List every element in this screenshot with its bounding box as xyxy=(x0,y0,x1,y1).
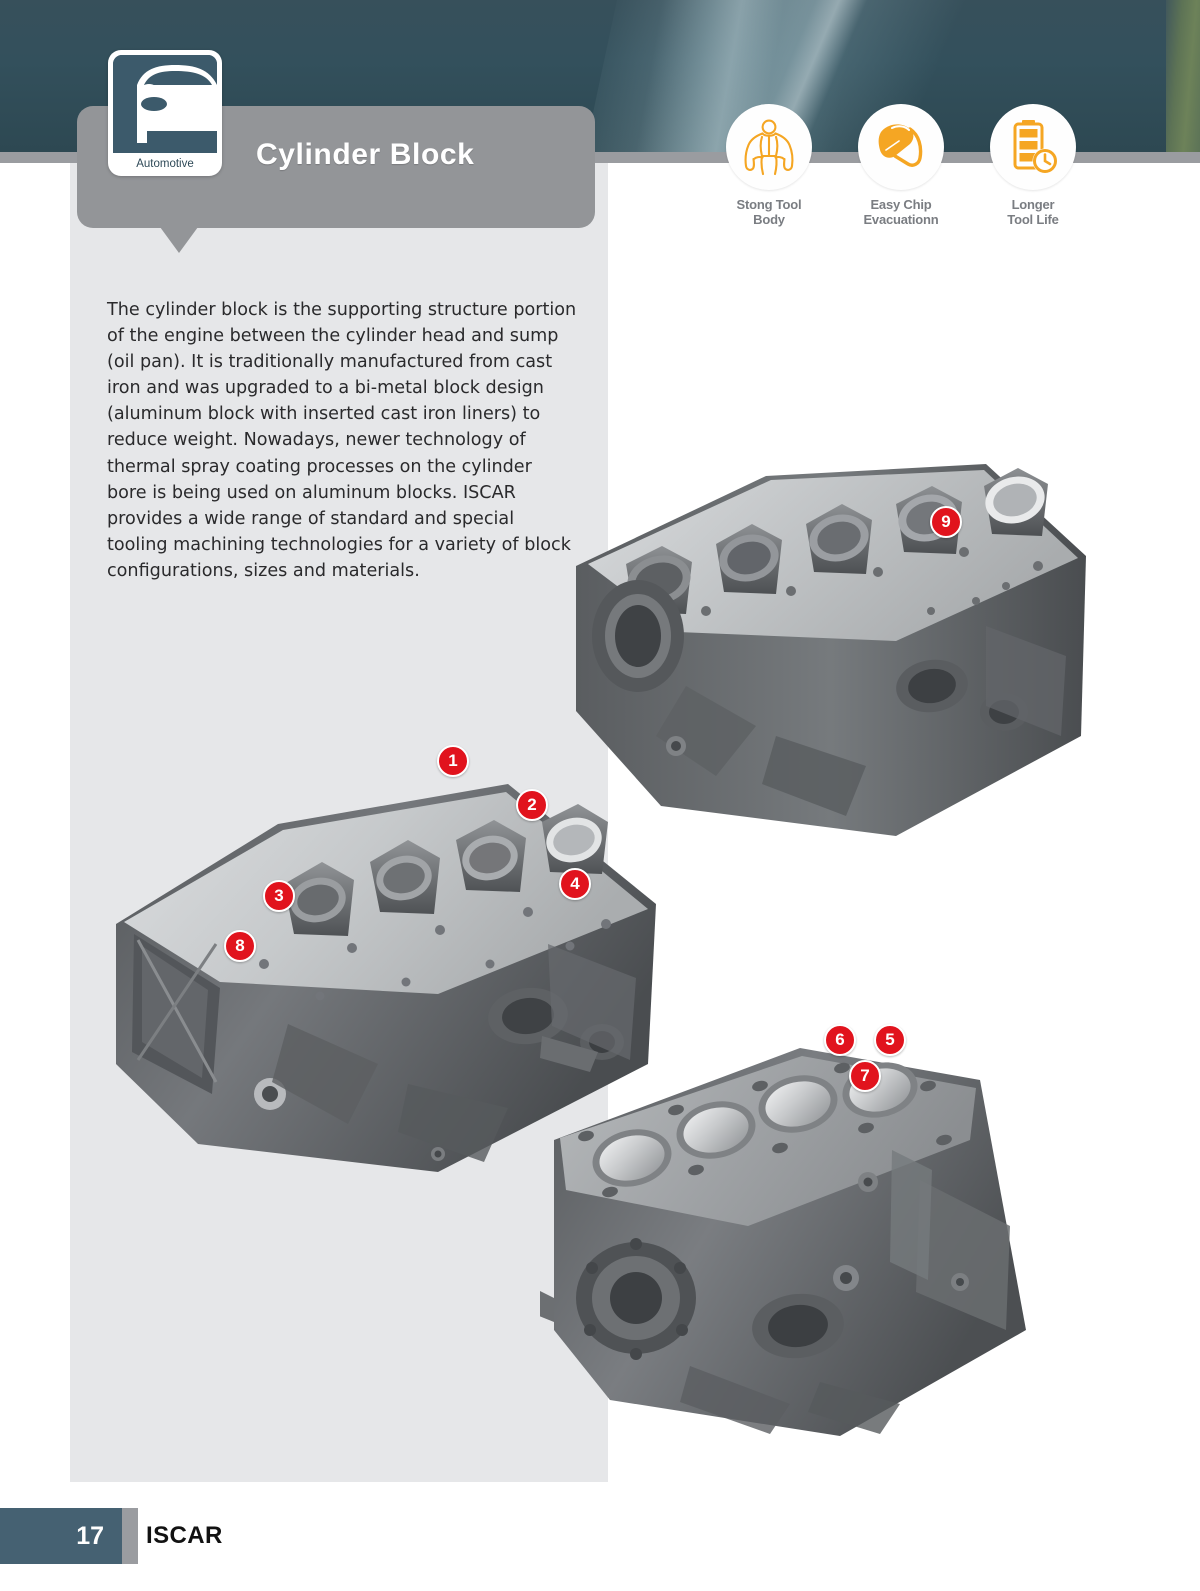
feature-strong-tool-body: Stong Tool Body xyxy=(716,104,822,234)
description-paragraph: The cylinder block is the supporting str… xyxy=(107,300,577,581)
feature-label: Stong Tool Body xyxy=(737,197,802,228)
feature-label: Easy Chip Evacuationn xyxy=(863,197,938,228)
footer-page-block: 17 xyxy=(0,1508,122,1564)
chip-evacuation-icon xyxy=(858,104,944,190)
footer-brand-iscar: ISCAR xyxy=(146,1522,223,1549)
callout-marker-3[interactable]: 3 xyxy=(263,880,295,912)
callout-marker-4[interactable]: 4 xyxy=(559,868,591,900)
callout-marker-8[interactable]: 8 xyxy=(224,930,256,962)
page-number: 17 xyxy=(76,1522,104,1550)
category-card-automotive: Automotive xyxy=(108,50,222,176)
strong-muscle-icon xyxy=(726,104,812,190)
callout-marker-5[interactable]: 5 xyxy=(874,1024,906,1056)
page-title: Cylinder Block xyxy=(256,138,475,171)
callout-marker-7[interactable]: 7 xyxy=(849,1060,881,1092)
callout-marker-1[interactable]: 1 xyxy=(437,745,469,777)
banner-underline-bar xyxy=(0,152,1200,163)
feature-label-line2: Body xyxy=(753,212,785,228)
title-bubble-pointer xyxy=(160,227,198,253)
bottom-engine-block-photo xyxy=(540,1030,1040,1450)
left-engine-block-photo xyxy=(108,764,668,1184)
battery-clock-icon xyxy=(990,104,1076,190)
feature-icons-row: Stong Tool Body Easy Chip Evacuationn xyxy=(716,104,1086,234)
feature-longer-tool-life: Longer Tool Life xyxy=(980,104,1086,234)
feature-label-line1: Longer xyxy=(1011,197,1055,212)
callout-marker-6[interactable]: 6 xyxy=(824,1024,856,1056)
banner-green-stripe xyxy=(1166,0,1200,152)
feature-label-line2: Evacuationn xyxy=(863,212,939,228)
feature-label-line1: Easy Chip xyxy=(870,197,932,212)
feature-label: Longer Tool Life xyxy=(1007,197,1059,228)
feature-label-line2: Tool Life xyxy=(1007,212,1059,228)
footer-divider-block xyxy=(122,1508,138,1564)
category-label: Automotive xyxy=(136,158,194,170)
callout-marker-9[interactable]: 9 xyxy=(930,506,962,538)
car-icon xyxy=(113,55,217,153)
callout-marker-2[interactable]: 2 xyxy=(516,789,548,821)
feature-easy-chip-evacuation: Easy Chip Evacuationn xyxy=(848,104,954,234)
feature-label-line1: Stong Tool xyxy=(736,197,802,212)
